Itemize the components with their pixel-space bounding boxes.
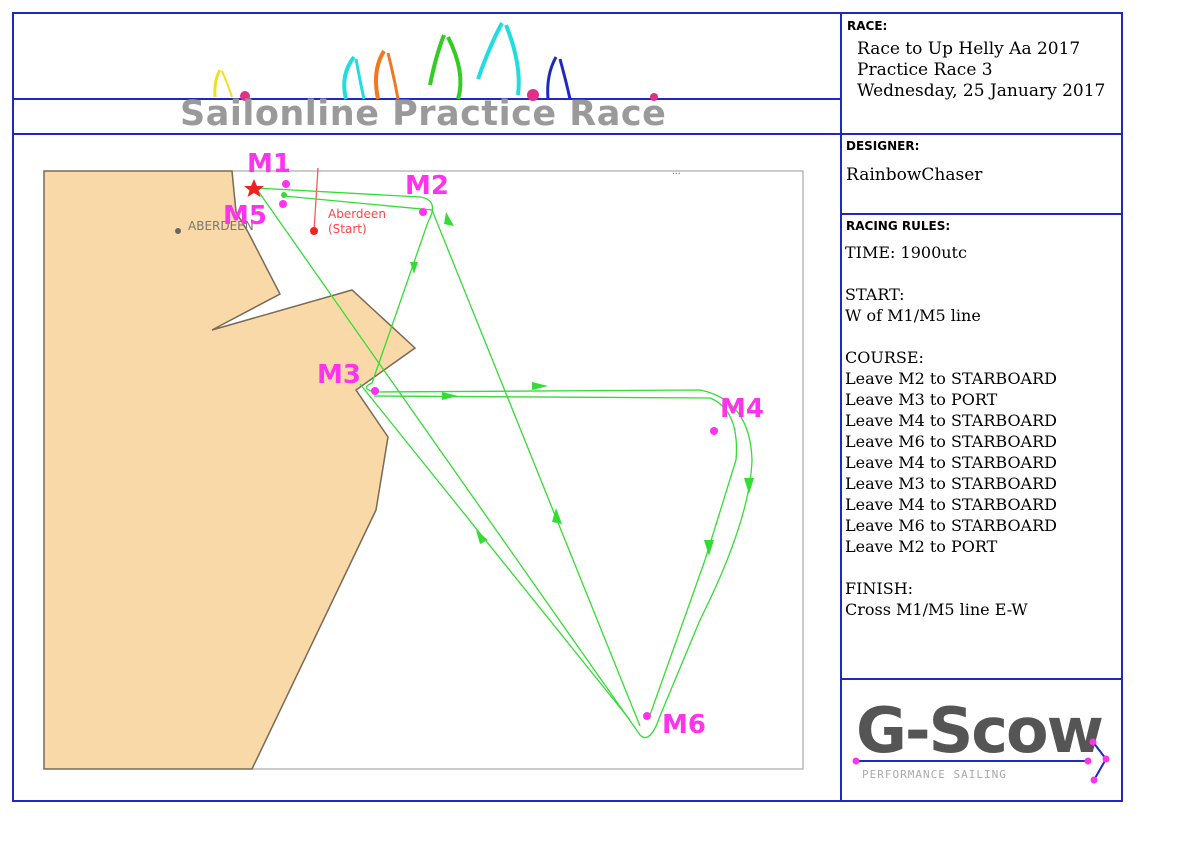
gscow-logo: G-Scow <box>856 694 1104 767</box>
mark-m4-dot <box>710 427 718 435</box>
designer-label: DESIGNER: <box>846 139 920 153</box>
coastline-land <box>43 170 417 770</box>
mark-label-m1: M1 <box>247 149 291 179</box>
course-step: Leave M3 to PORT <box>845 390 998 409</box>
mark-label-m4: M4 <box>720 394 764 424</box>
course-step: Leave M4 to STARBOARD <box>845 411 1057 430</box>
course-step: Leave M3 to STARBOARD <box>845 474 1057 493</box>
place-label-aberdeen: ABERDEEN <box>188 219 254 233</box>
start-star-icon <box>244 179 264 197</box>
header-title-rule <box>12 98 840 100</box>
race-date: Wednesday, 25 January 2017 <box>857 81 1106 101</box>
mark-m5-dot <box>279 200 287 208</box>
start-label-line2: (Start) <box>328 222 367 236</box>
course-step: Leave M4 to STARBOARD <box>845 453 1057 472</box>
racing-rules: TIME: 1900utc START: W of M1/M5 line COU… <box>845 242 1057 620</box>
rules-start-heading: START: <box>845 285 905 304</box>
svg-text:...: ... <box>672 167 681 177</box>
outer-frame <box>12 12 1123 802</box>
mark-label-m3: M3 <box>317 360 361 390</box>
mark-m1-dot <box>282 180 290 188</box>
course-step: Leave M6 to STARBOARD <box>845 432 1057 451</box>
course-map: ... ABERDEEN Aberdeen (Start) M1 M2 M3 M <box>43 149 804 770</box>
header-divider <box>12 133 1123 135</box>
aberdeen-dot <box>175 228 181 234</box>
rules-start-text: W of M1/M5 line <box>845 306 981 325</box>
gscow-logo-ornament <box>852 738 1110 784</box>
gscow-tagline: PERFORMANCE SAILING <box>862 768 1007 781</box>
course-step: Leave M2 to STARBOARD <box>845 369 1057 388</box>
mark-label-m2: M2 <box>405 171 449 201</box>
route-arrows <box>410 212 754 556</box>
sails-logo <box>213 22 658 101</box>
rules-finish-text: Cross M1/M5 line E-W <box>845 600 1028 619</box>
logo-divider <box>840 678 1123 680</box>
race-label: RACE: <box>847 19 888 33</box>
marks <box>279 180 718 720</box>
mark-label-m6: M6 <box>662 710 706 740</box>
course-step: Leave M6 to STARBOARD <box>845 516 1057 535</box>
course-step: Leave M4 to STARBOARD <box>845 495 1057 514</box>
page-title: Sailonline Practice Race <box>180 94 667 134</box>
rules-finish-heading: FINISH: <box>845 579 914 598</box>
start-dot <box>310 227 318 235</box>
course-step: Leave M2 to PORT <box>845 537 998 556</box>
designer-divider <box>840 213 1123 215</box>
designer-name: RainbowChaser <box>846 165 983 185</box>
route-line <box>254 187 753 739</box>
race-number: Practice Race 3 <box>857 60 993 80</box>
race-name: Race to Up Helly Aa 2017 <box>857 39 1081 59</box>
mark-m3-dot <box>371 387 379 395</box>
mark-m6-dot <box>643 712 651 720</box>
rules-label: RACING RULES: <box>846 219 951 233</box>
mark-m2-dot <box>419 208 427 216</box>
rules-course-heading: COURSE: <box>845 348 924 367</box>
mark-label-m5: M5 <box>223 201 267 231</box>
divider-vertical <box>840 12 842 802</box>
rules-time: TIME: 1900utc <box>845 243 967 262</box>
start-label-line1: Aberdeen <box>328 207 386 221</box>
